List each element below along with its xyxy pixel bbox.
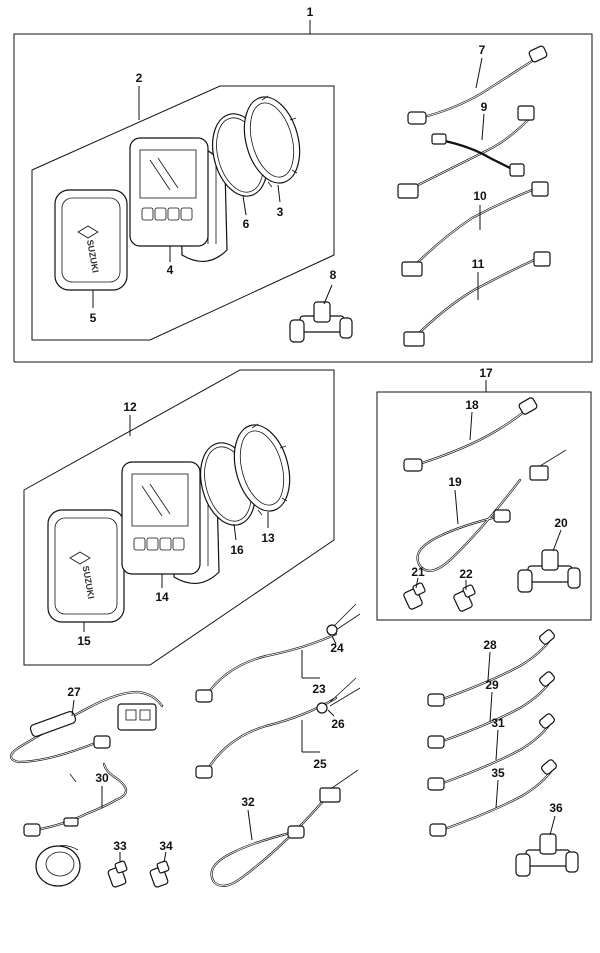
meter-cover-part-15: SUZUKI	[47, 509, 125, 623]
callout-28: 28	[483, 638, 497, 652]
group-1-box	[13, 20, 593, 363]
cable-part-28	[427, 629, 555, 707]
callout-17: 17	[479, 366, 493, 380]
callout-11: 11	[472, 257, 485, 271]
callout-14: 14	[155, 590, 169, 604]
terminator-part-33	[107, 860, 128, 888]
callout-3: 3	[277, 205, 284, 219]
callout-6: 6	[243, 217, 250, 231]
lock-nut-part-13	[233, 423, 291, 516]
cable-part-10	[401, 181, 549, 277]
callout-2: 2	[136, 71, 143, 85]
harness-part-9	[397, 105, 535, 199]
callout-13: 13	[261, 531, 275, 545]
callout-15: 15	[77, 634, 91, 648]
group-2-box	[31, 85, 335, 341]
terminator-part-22	[453, 584, 476, 612]
sensor-cable-part-27	[9, 690, 164, 783]
cable-part-19	[416, 449, 567, 572]
t-connector-part-20	[517, 549, 581, 593]
callout-35: 35	[491, 766, 505, 780]
harness-part-25	[195, 677, 361, 779]
cable-part-11	[403, 251, 551, 347]
t-connector-part-8	[289, 301, 353, 343]
callout-12: 12	[123, 400, 137, 414]
callout-25: 25	[313, 757, 327, 771]
cable-part-35	[429, 759, 557, 837]
cable-part-32	[210, 769, 359, 887]
callout-32: 32	[241, 795, 255, 809]
multi-function-gauge-part-4	[129, 137, 228, 262]
callout-34: 34	[159, 839, 173, 853]
meter-cover-part-5: SUZUKI	[54, 189, 128, 291]
group-12-box	[23, 369, 335, 666]
callout-4: 4	[167, 263, 174, 277]
callout-16: 16	[230, 543, 244, 557]
callout-33: 33	[113, 839, 127, 853]
harness-part-23	[195, 603, 361, 703]
callout-24: 24	[330, 641, 344, 655]
callout-7: 7	[479, 43, 486, 57]
group-17-box	[376, 391, 592, 621]
callout-23: 23	[312, 682, 326, 696]
terminator-part-21	[403, 582, 426, 610]
cable-part-7	[407, 45, 548, 125]
callout-20: 20	[554, 516, 568, 530]
cable-part-29	[427, 671, 555, 749]
callout-1: 1	[307, 5, 314, 19]
callout-21: 21	[411, 565, 425, 579]
callout-36: 36	[549, 801, 563, 815]
callout-26: 26	[331, 717, 345, 731]
cable-part-18	[403, 397, 538, 472]
callout-5: 5	[90, 311, 97, 325]
lock-nut-part-3	[243, 95, 301, 188]
callout-8: 8	[330, 268, 337, 282]
callout-19: 19	[448, 475, 462, 489]
callout-22: 22	[459, 567, 473, 581]
terminator-part-34	[149, 860, 170, 888]
callout-10: 10	[473, 189, 487, 203]
callout-29: 29	[485, 678, 499, 692]
callout-9: 9	[481, 100, 488, 114]
callout-27: 27	[67, 685, 81, 699]
cable-part-31	[427, 713, 555, 791]
sensor-part-30	[23, 762, 128, 887]
callout-30: 30	[95, 771, 109, 785]
callout-18: 18	[465, 398, 479, 412]
callout-31: 31	[491, 716, 505, 730]
t-connector-part-36	[515, 833, 579, 877]
